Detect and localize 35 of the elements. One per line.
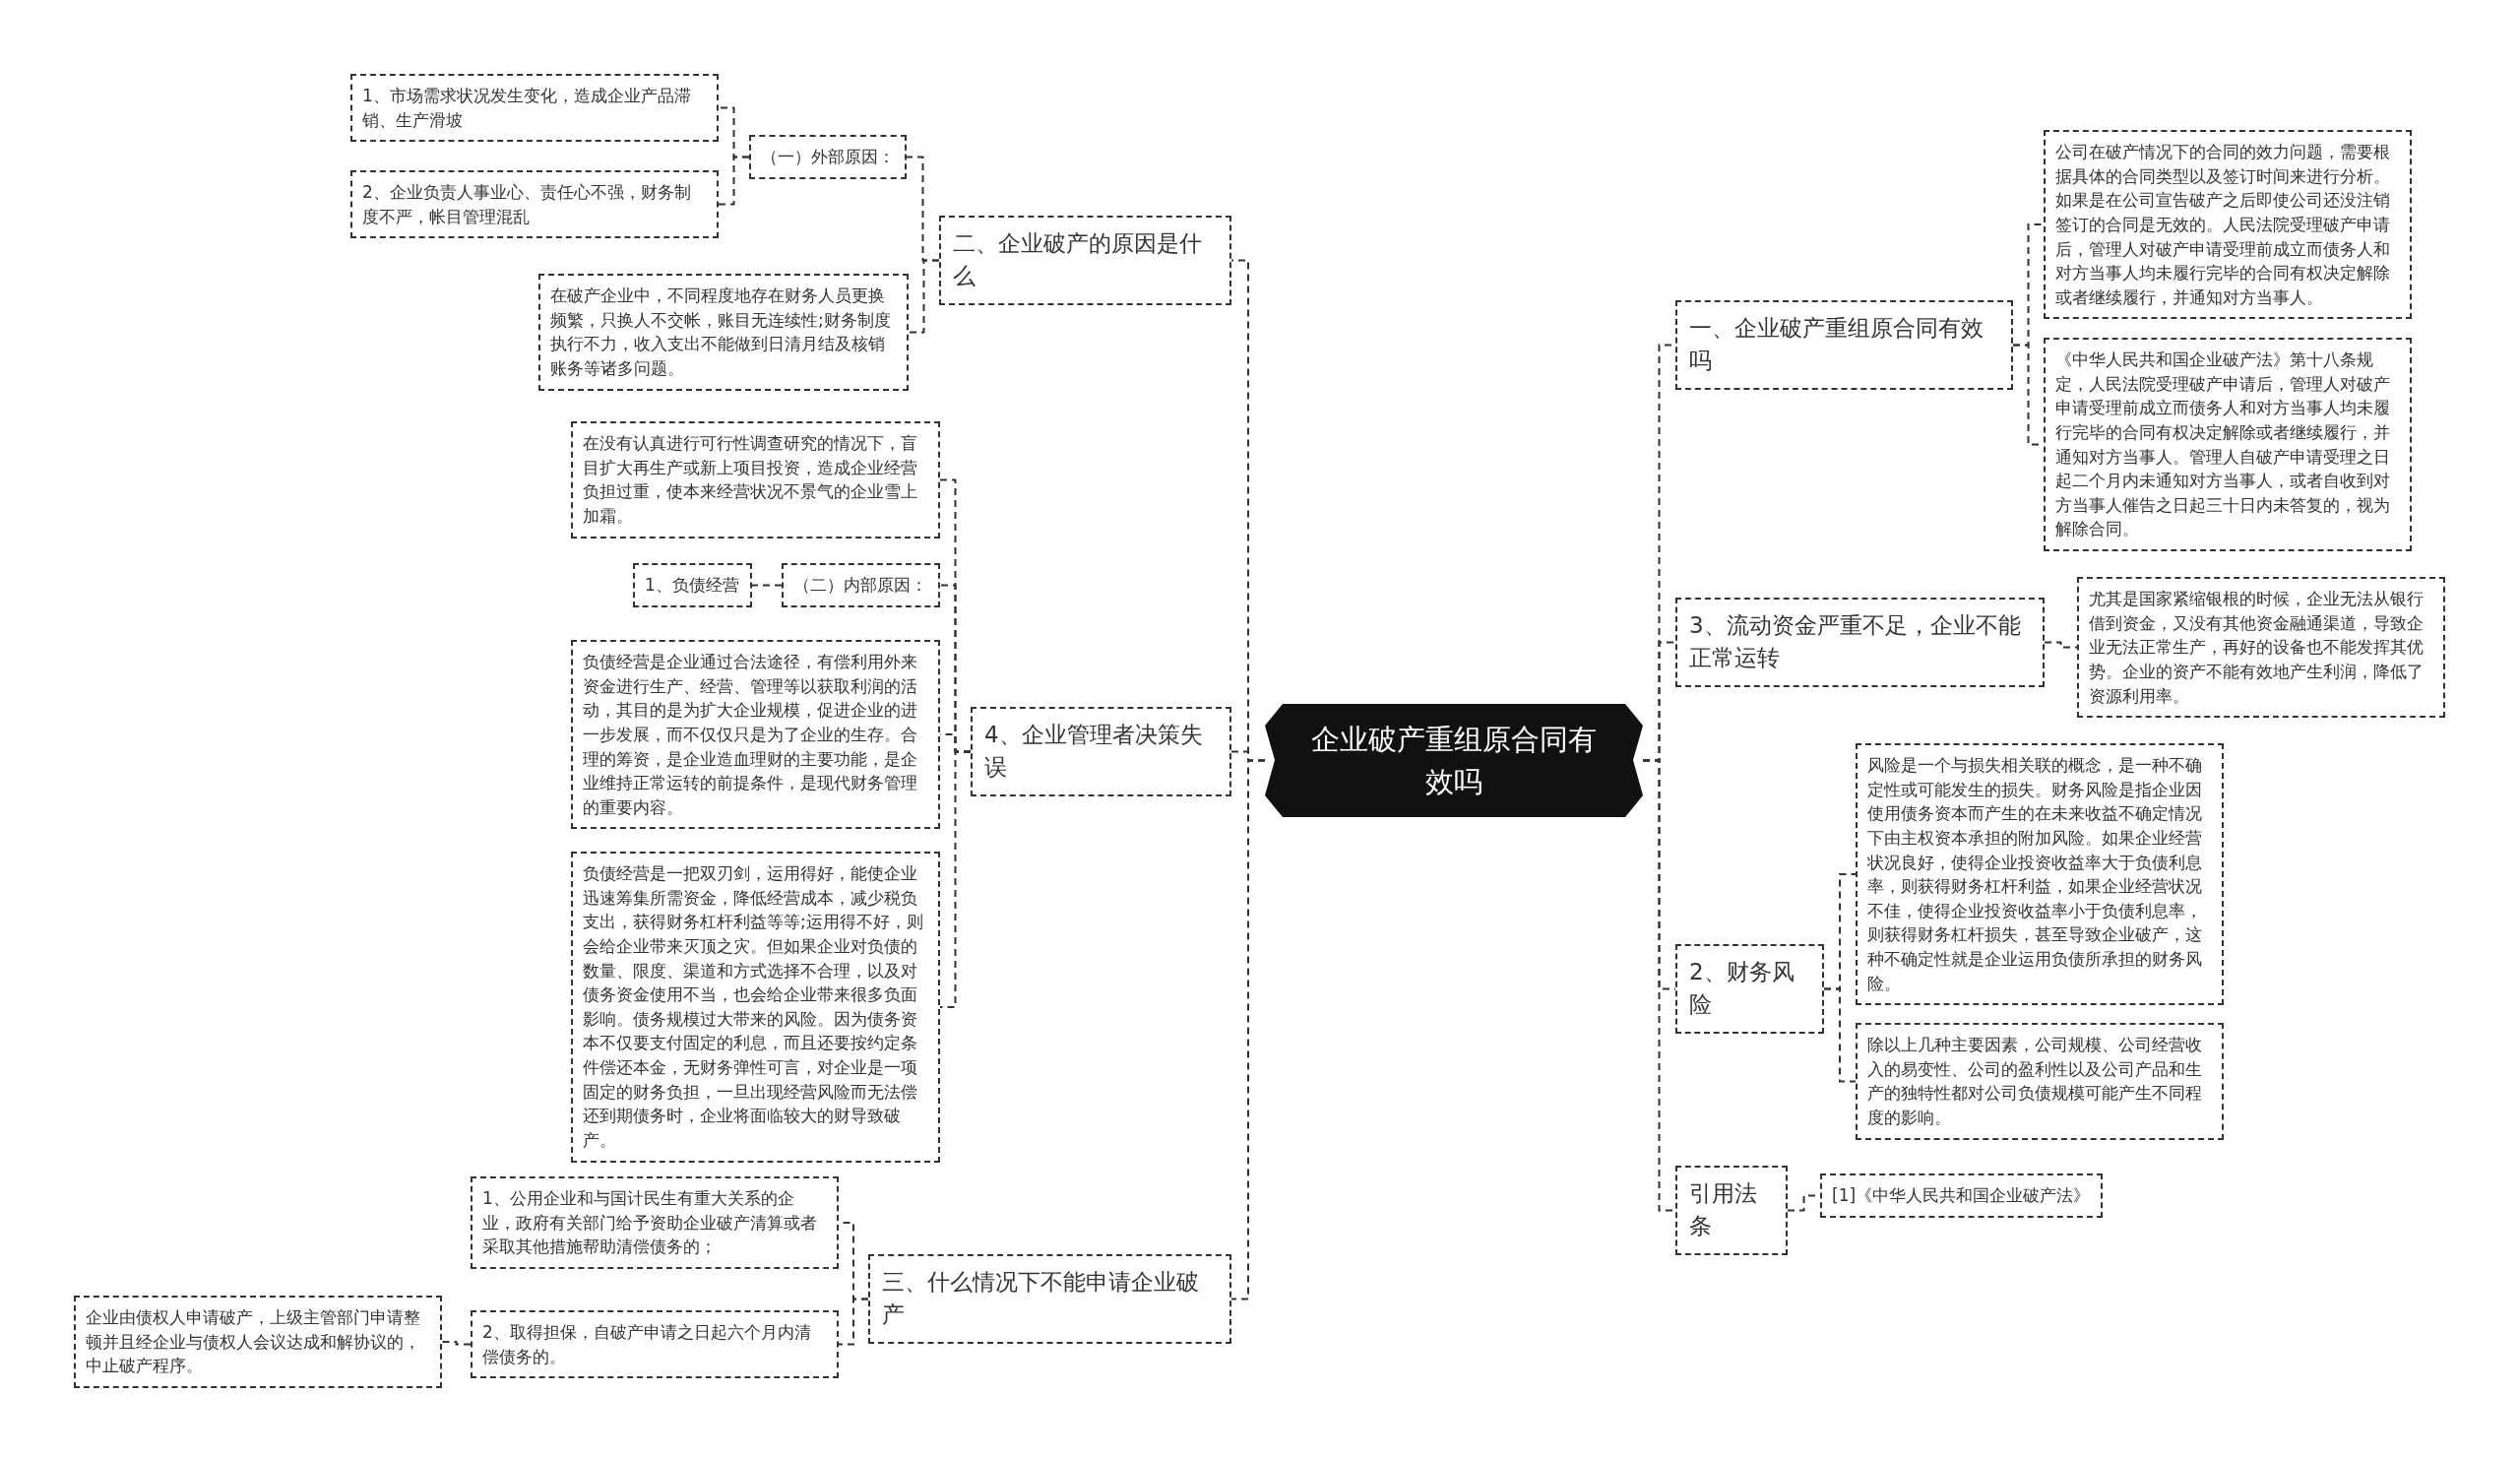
connector-line: [2044, 641, 2078, 649]
connector-line: [908, 259, 940, 334]
note-box: 除以上几种主要因素，公司规模、公司经营收入的易变性、公司的盈利性以及公司产品和生产的独特性都对公司负债规模可能产生不同程度的影响。: [1856, 1023, 2224, 1140]
note-box: 在没有认真进行可行性调查研究的情况下，盲目扩大再生产或新上项目投资，造成企业经营负担过重，使本来经营状况不景气的企业雪上加霜。: [571, 421, 940, 539]
note-box: （一）外部原因：: [749, 135, 907, 179]
note-box: 公司在破产情况下的合同的效力问题，需要根据具体的合同类型以及签订时间来进行分析。如果是在公司宣告破产之后即使公司还没注销签订的合同是无效的。人民法院受理破产申请后，管理人对破产申请受理前成立而债务人和对方当事人均未履行完毕的合同有权决定解除或者继续履行，并通知对方当事人。: [2044, 130, 2412, 320]
connector-line: [1230, 759, 1266, 1300]
note-box: 《中华人民共和国企业破产法》第十八条规定，人民法院受理破产申请后，管理人对破产申请受理前成立而债务人和对方当事人均未履行完毕的合同有权决定解除或者继续履行，并通知对方当事人。管理人自破产申请受理之日起二个月内未通知对方当事人，或者自收到对方当事人催告之日起三十日内未答复的，视为解除合同。: [2044, 338, 2412, 552]
connector-line: [939, 750, 972, 1008]
topic-box: 引用法条: [1675, 1166, 1788, 1255]
note-box: 负债经营是一把双刃剑，运用得好，能使企业迅速筹集所需资金，降低经营成本，减少税负支出，获得财务杠杆利益等等;运用得不好，则会给企业带来灭顶之灾。但如果企业对负债的数量、限度、渠道和方式选择不合理，以及对债务资金使用不当，也会给企业带来很多负面影响。债务规模过大带来的风险。因为债务资本不仅要支付固定的利息，而且还要按约定条件偿还本金，无财务弹性可言，对企业是一项固定的财务负担，一旦出现经营风险而无法偿还到期债务时，企业将面临较大的财导致破产。: [571, 852, 940, 1163]
note-box: 2、取得担保，自破产申请之日起六个月内清偿债务的。: [471, 1310, 839, 1379]
note-box: 1、负债经营: [633, 563, 752, 607]
note-box: [1]《中华人民共和国企业破产法》: [1820, 1173, 2103, 1218]
note-box: 在破产企业中，不同程度地存在财务人员更换频繁，只换人不交帐，账目无连续性;财务制度执行不力，收入支出不能做到日清月结及核销账务等诸多问题。: [538, 274, 909, 391]
central-topic: 企业破产重组原合同有效吗: [1265, 704, 1643, 817]
note-box: 企业由债权人申请破产，上级主管部门申请整顿并且经企业与债权人会议达成和解协议的，中止破产程序。: [74, 1296, 442, 1388]
connector-line: [751, 584, 783, 587]
topic-box: 3、流动资金严重不足，企业不能正常运转: [1675, 598, 2045, 687]
topic-box: 2、财务风险: [1675, 944, 1824, 1034]
note-box: 1、公用企业和与国计民生有重大关系的企业，政府有关部门给予资助企业破产清算或者采取其他措施帮助清偿债务的；: [471, 1176, 839, 1269]
connector-line: [1823, 987, 1857, 1083]
note-box: （二）内部原因：: [782, 563, 940, 607]
connector-line: [718, 156, 750, 206]
topic-box: 一、企业破产重组原合同有效吗: [1675, 300, 2013, 390]
note-box: 负债经营是企业通过合法途径，有偿利用外来资金进行生产、经营、管理等以获取利润的活动，其目的是为扩大企业规模，促进企业的进一步发展，而不仅仅只是为了企业的生存。合理的筹资，是企业造血理财的主要功能，是企业维持正常运转的前提条件，是现代财务管理的重要内容。: [571, 640, 940, 830]
note-box: 2、企业负责人事业心、责任心不强，财务制度不严，帐目管理混乱: [350, 170, 719, 239]
connector-line: [441, 1341, 472, 1346]
note-box: 尤其是国家紧缩银根的时候，企业无法从银行借到资金，又没有其他资金融通渠道，导致企业无法正常生产，再好的设备也不能发挥其优势。企业的资产不能有效地产生利润，降低了资源利用率。: [2077, 577, 2445, 719]
note-box: 风险是一个与损失相关联的概念，是一种不确定性或可能发生的损失。财务风险是指企业因使用债务资本而产生的在未来收益不确定情况下由主权资本承担的附加风险。如果企业经营状况良好，使得企业投资收益率大于负债利息率，则获得财务杠杆利益，如果企业经营状况不佳，使得企业投资收益率小于负债利息率，则获得财务杠杆损失，甚至导致企业破产，这种不确定性就是企业运用负债所承担的财务风险。: [1856, 743, 2224, 1006]
note-box: 1、市场需求状况发生变化，造成企业产品滞销、生产滑坡: [350, 74, 719, 143]
topic-box: 二、企业破产的原因是什么: [939, 216, 1231, 305]
topic-box: 4、企业管理者决策失误: [971, 707, 1231, 796]
connector-line: [838, 1298, 869, 1346]
topic-box: 三、什么情况下不能申请企业破产: [868, 1254, 1231, 1344]
